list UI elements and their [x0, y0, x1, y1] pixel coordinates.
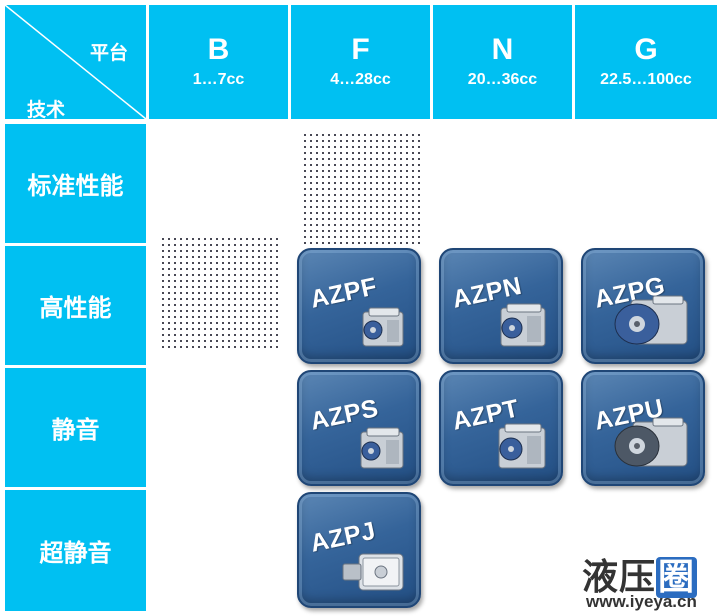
watermark-text: 液压 — [582, 557, 657, 598]
gear-pump-icon — [498, 423, 546, 469]
gear-pump-icon — [614, 417, 688, 467]
product-tile-azpj[interactable]: AZPJ — [297, 492, 421, 608]
watermark-url: www.iyeya.cn — [586, 592, 697, 611]
platform-header-b: B 1…7cc — [149, 5, 288, 119]
platform-header-g: G 22.5…100cc — [575, 5, 717, 119]
product-tile-azpn[interactable]: AZPN — [439, 248, 563, 364]
gear-pump-icon — [360, 427, 404, 469]
technology-header-silent: 静音 — [5, 368, 146, 487]
technology-axis-label: 技术 — [27, 99, 66, 121]
product-tile-azpt[interactable]: AZPT — [439, 370, 563, 486]
product-tile-azpf[interactable]: AZPF — [297, 248, 421, 364]
platform-axis-label: 平台 — [89, 42, 128, 64]
platform-letter: N — [491, 33, 514, 66]
platform-header-f: F 4…28cc — [291, 5, 430, 119]
product-tile-azpu[interactable]: AZPU — [581, 370, 705, 486]
gear-pump-icon — [362, 307, 404, 347]
platform-range: 4…28cc — [330, 71, 391, 88]
platform-range: 1…7cc — [192, 71, 245, 88]
platform-header-n: N 20…36cc — [433, 5, 572, 119]
platform-letter: G — [634, 33, 658, 66]
gear-pump-icon — [342, 553, 404, 591]
platform-letter: B — [207, 33, 230, 66]
technology-header-high-performance: 高性能 — [5, 246, 146, 365]
header-corner-cell: 平台 技术 — [5, 5, 146, 121]
technology-header-standard: 标准性能 — [5, 124, 146, 243]
dotted-area-b — [160, 236, 280, 350]
gear-pump-icon — [614, 295, 688, 345]
platform-letter: F — [351, 33, 370, 66]
platform-range: 22.5…100cc — [600, 71, 692, 88]
watermark-badge: 圈 — [656, 557, 698, 598]
gear-pump-icon — [500, 303, 546, 347]
technology-header-super-silent: 超静音 — [5, 490, 146, 611]
diagonal-line — [5, 5, 146, 119]
product-tile-azpg[interactable]: AZPG — [581, 248, 705, 364]
dotted-area-f — [302, 132, 422, 246]
platform-range: 20…36cc — [467, 71, 538, 88]
watermark-logo: 液压圈 — [582, 548, 698, 600]
product-tile-azps[interactable]: AZPS — [297, 370, 421, 486]
